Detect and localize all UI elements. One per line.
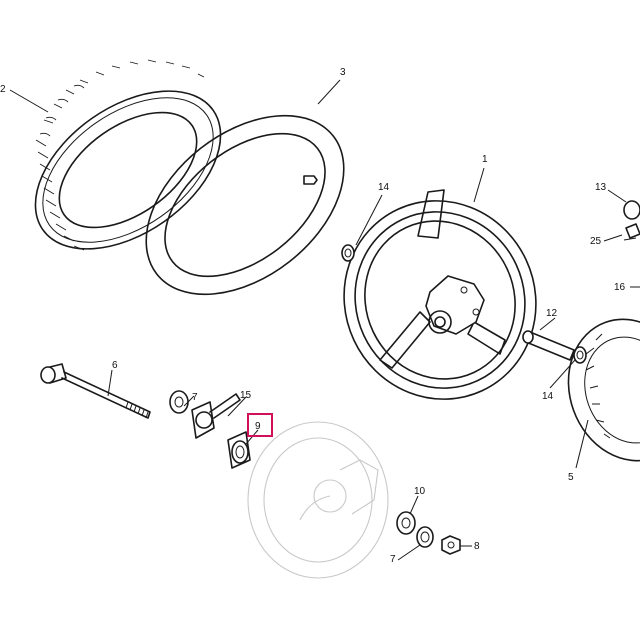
callout-labels: 2 3 1 14 13 25 16 12 14 5 6 7 15 9 10 7 … bbox=[0, 67, 626, 565]
bearing-right bbox=[396, 511, 416, 535]
tube-valve bbox=[303, 175, 318, 185]
axle-nut bbox=[441, 535, 461, 555]
label-7-lower: 7 bbox=[390, 554, 396, 565]
washer-upper bbox=[169, 390, 189, 414]
label-5: 5 bbox=[568, 472, 574, 483]
speedometer-drive bbox=[191, 393, 241, 439]
inner-tube bbox=[145, 114, 345, 296]
label-2: 2 bbox=[0, 84, 6, 95]
label-12: 12 bbox=[546, 308, 558, 319]
label-25: 25 bbox=[590, 236, 602, 247]
tyre bbox=[34, 59, 222, 251]
label-8: 8 bbox=[474, 541, 480, 552]
spacer-bush bbox=[227, 431, 251, 469]
label-6: 6 bbox=[112, 360, 118, 371]
label-13: 13 bbox=[595, 182, 607, 193]
ghost-wheel bbox=[247, 421, 389, 579]
caliper-parts bbox=[623, 200, 640, 241]
rim-hub bbox=[425, 275, 485, 335]
wheel-rim bbox=[343, 189, 537, 400]
washer-lower bbox=[416, 526, 434, 548]
tyre-tread-pattern bbox=[35, 59, 205, 251]
label-14-lower: 14 bbox=[542, 391, 554, 402]
spacer-tube bbox=[522, 330, 575, 361]
label-1: 1 bbox=[482, 154, 488, 165]
rim-spokes bbox=[379, 189, 506, 369]
label-16: 16 bbox=[614, 282, 626, 293]
label-9: 9 bbox=[255, 421, 261, 432]
brake-disc bbox=[567, 318, 640, 462]
bearing-upper bbox=[341, 244, 355, 262]
leader-lines bbox=[9, 79, 640, 561]
wheel-axle bbox=[40, 363, 151, 419]
label-14-upper: 14 bbox=[378, 182, 390, 193]
label-3: 3 bbox=[340, 67, 346, 78]
label-10: 10 bbox=[414, 486, 426, 497]
highlight-box bbox=[247, 413, 273, 437]
label-7-upper: 7 bbox=[192, 392, 198, 403]
label-15: 15 bbox=[240, 390, 252, 401]
